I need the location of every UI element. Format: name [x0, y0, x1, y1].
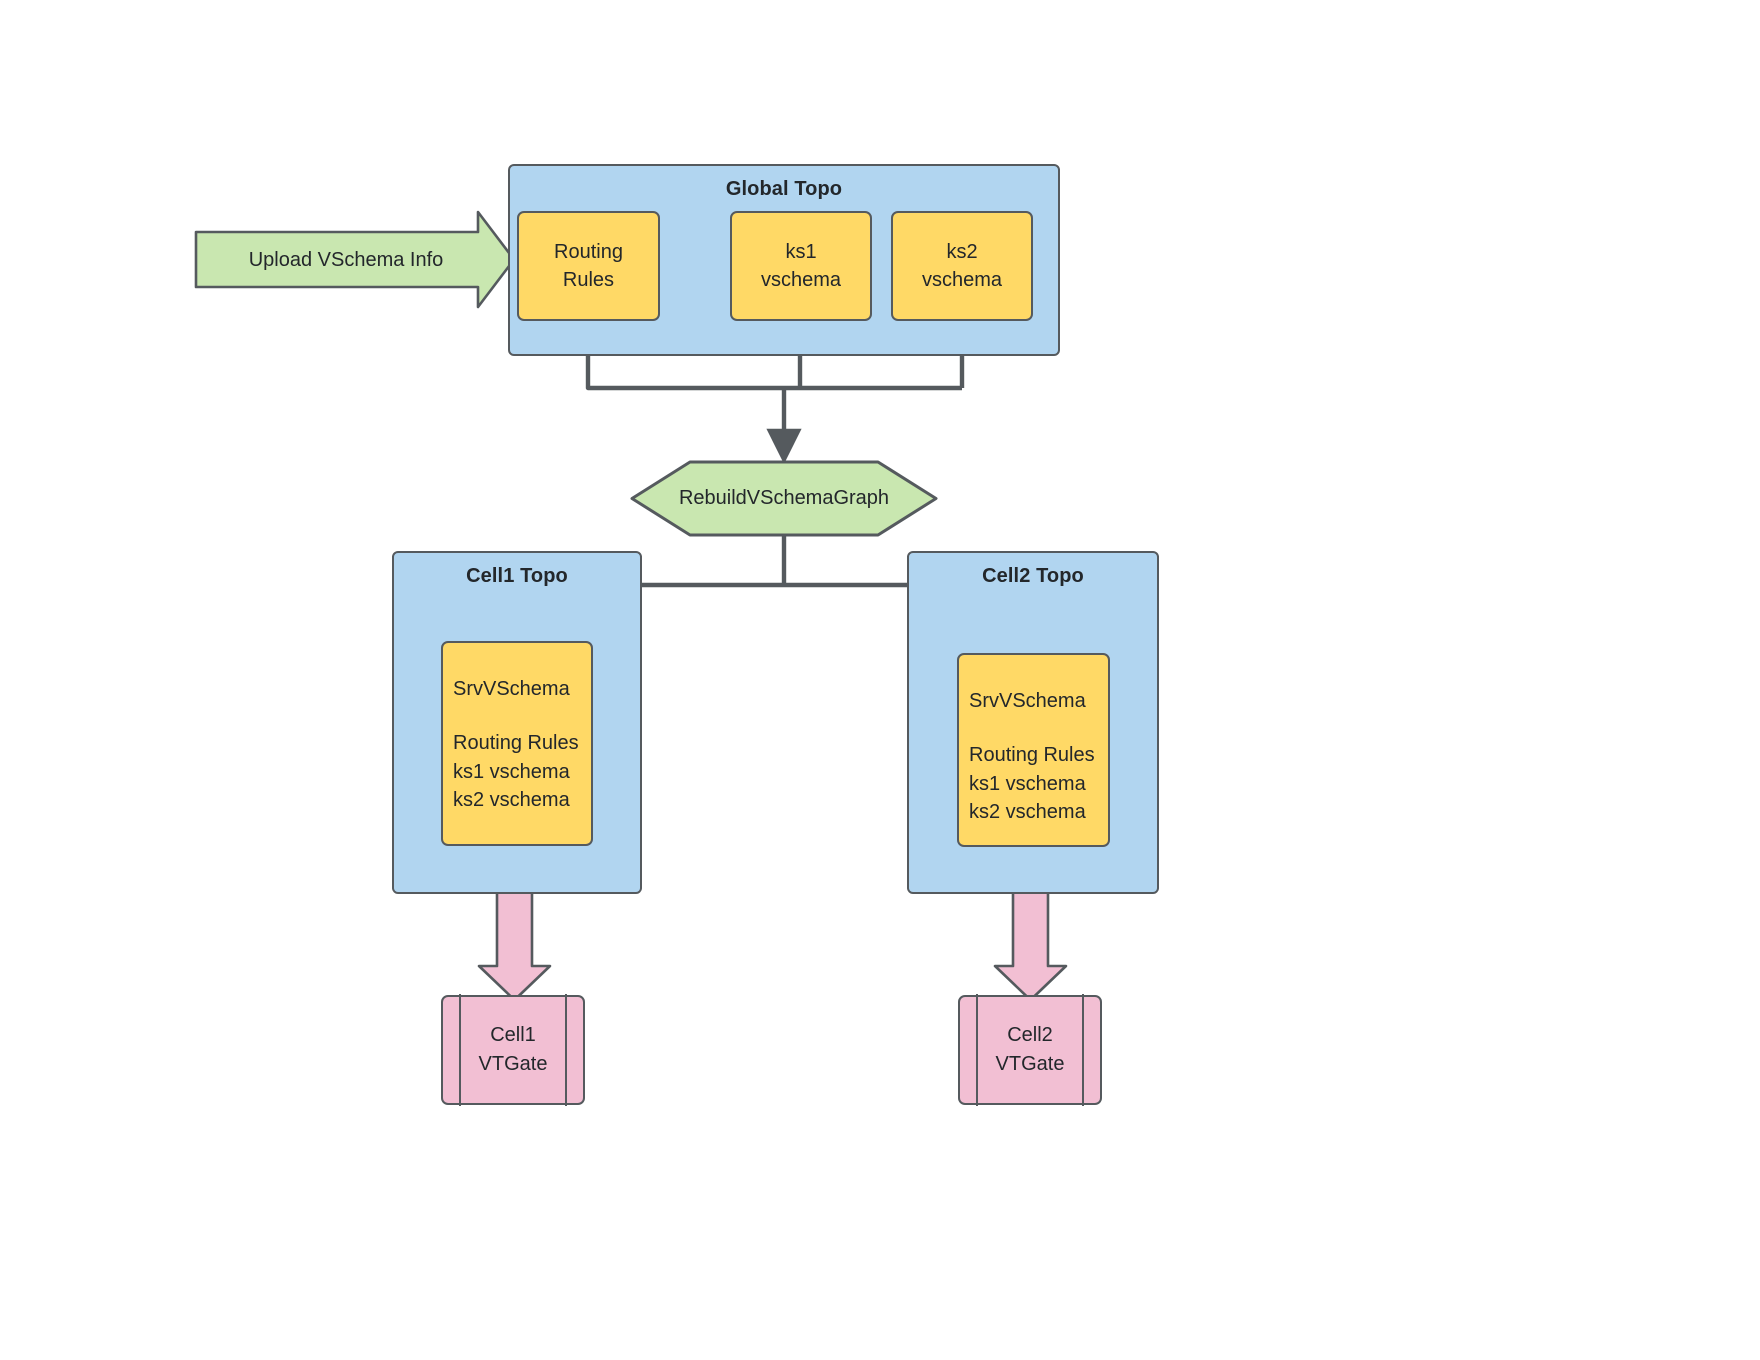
- ks2-vschema-label: ks2 vschema: [921, 240, 1003, 291]
- upload-vschema-block-arrow: [194, 210, 516, 309]
- cell2-vtgate-box[interactable]: Cell2 VTGate: [958, 994, 1102, 1106]
- routing-rules-label: Routing Rules: [554, 240, 623, 291]
- cell2-vtgate-label: Cell2 VTGate: [995, 1024, 1065, 1075]
- cell1-srvvschema-line-0: Routing Rules: [453, 732, 579, 755]
- cell2-topo-title: Cell2 Topo: [982, 565, 1084, 587]
- rebuild-vschema-label-wrap: RebuildVSchemaGraph: [632, 462, 936, 535]
- cell1-vtgate-box[interactable]: Cell1 VTGate: [441, 994, 585, 1106]
- cell2-srvvschema-heading: SrvVSchema: [969, 690, 1086, 712]
- ks1-vschema-label: ks1 vschema: [760, 240, 842, 291]
- upload-vschema-label-wrap: Upload VSchema Info: [196, 232, 496, 288]
- ks2-vschema-box[interactable]: ks2 vschema: [891, 211, 1033, 321]
- rebuild-vschema-label: RebuildVSchemaGraph: [678, 487, 890, 509]
- cell1-srvvschema-line-1: ks1 vschema: [453, 760, 570, 783]
- upload-vschema-label: Upload VSchema Info: [248, 248, 444, 271]
- cell1-topo-title: Cell1 Topo: [466, 565, 568, 587]
- cell1-srvvschema-heading: SrvVSchema: [453, 678, 570, 700]
- cell1-vtgate-label: Cell1 VTGate: [478, 1024, 548, 1075]
- cell1-srvvschema-text: SrvVSchema Routing Rules ks1 vschema ks2…: [453, 675, 591, 815]
- cell1-srvvschema-box[interactable]: SrvVSchema Routing Rules ks1 vschema ks2…: [441, 641, 593, 846]
- cell1-srvvschema-line-2: ks2 vschema: [453, 789, 570, 812]
- rebuild-vschema-graph-hexagon: [630, 460, 938, 537]
- cell2-srvvschema-text: SrvVSchema Routing Rules ks1 vschema ks2…: [969, 687, 1108, 827]
- global-topo-title: Global Topo: [725, 178, 843, 200]
- routing-rules-box[interactable]: Routing Rules: [517, 211, 660, 321]
- cell2-srvvschema-line-0: Routing Rules: [969, 744, 1095, 767]
- cell2-srvvschema-line-2: ks2 vschema: [969, 801, 1086, 824]
- ks1-vschema-box[interactable]: ks1 vschema: [730, 211, 872, 321]
- cell2-srvvschema-box[interactable]: SrvVSchema Routing Rules ks1 vschema ks2…: [957, 653, 1110, 847]
- cell2-srvvschema-line-1: ks1 vschema: [969, 772, 1086, 795]
